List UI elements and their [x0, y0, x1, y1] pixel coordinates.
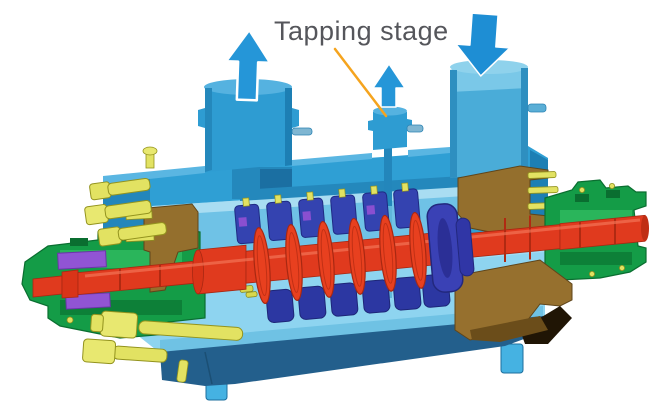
impeller: [285, 224, 303, 301]
impeller: [348, 217, 366, 295]
drain-plug: [176, 359, 189, 383]
leader-line: [333, 47, 388, 118]
vent-fitting: [142, 146, 158, 169]
impeller: [317, 220, 335, 298]
casing-underside: [160, 316, 543, 386]
stud-bolts-left-upper: [84, 177, 167, 247]
gland-right-upper: [457, 165, 559, 235]
impeller: [409, 211, 427, 289]
impellers: [253, 211, 427, 305]
tapping-arrow-up-icon: [372, 63, 406, 108]
tapping-stage-label: Tapping stage: [274, 16, 449, 46]
discharge-arrow-up-icon: [224, 28, 272, 102]
balance-drum: [426, 203, 475, 293]
mounting-foot-right: [500, 343, 524, 374]
impeller: [379, 214, 397, 292]
gland-right-lower: [454, 259, 573, 344]
impeller: [253, 227, 271, 305]
suction-arrow-down-icon: [455, 12, 511, 77]
tie-bolts-left-lower: [82, 310, 244, 365]
